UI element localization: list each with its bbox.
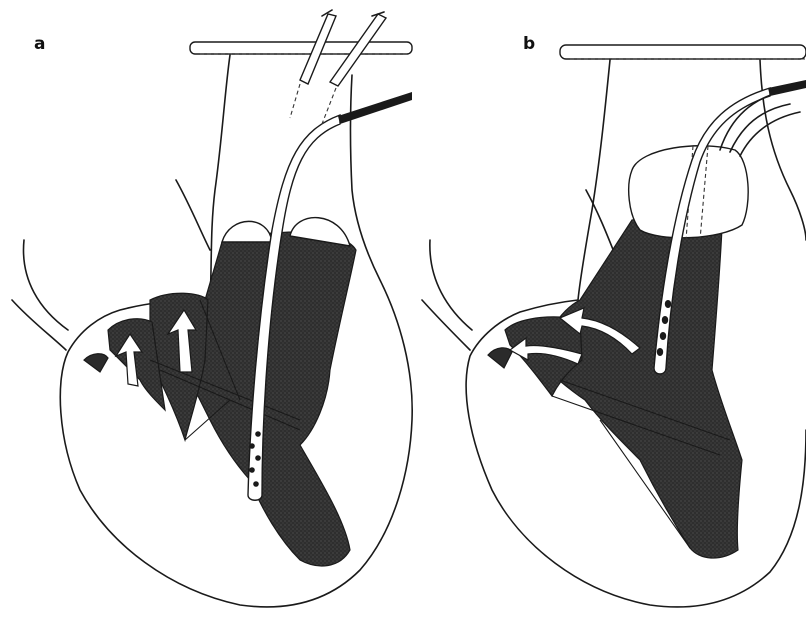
small-dark-flap-a [84,354,108,372]
panel-b-illustration [422,45,806,607]
aortic-clamp-a [190,42,412,54]
small-dark-flap-b [488,348,512,368]
ventricle-cavity-b [544,219,742,558]
arterial-line-b [720,92,800,156]
panel-a-illustration [12,10,412,607]
panel-label-b: b [523,34,535,54]
panel-label-a: a [34,34,45,54]
aortic-clamp-b [560,45,806,59]
